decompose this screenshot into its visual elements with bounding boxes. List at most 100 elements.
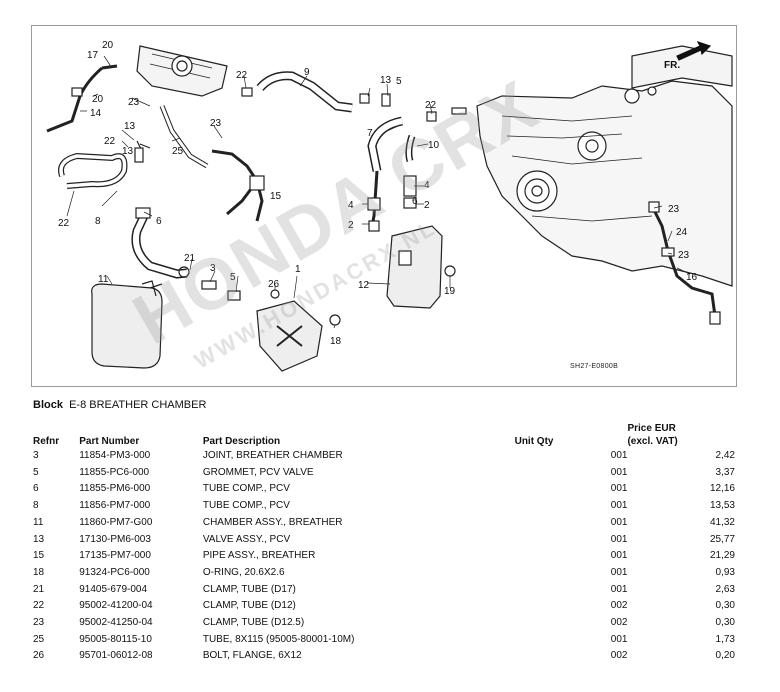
callout: 18 [330, 336, 342, 347]
callout: 2 [424, 200, 430, 211]
callout: 22 [58, 218, 70, 229]
callout: 6 [412, 196, 418, 207]
cell-refnr: 11 [33, 516, 44, 528]
cell-price: 13,53 [709, 500, 735, 512]
callout: 20 [92, 94, 104, 105]
cell-qty: 001 [610, 483, 628, 495]
callout: 15 [270, 191, 282, 202]
cell-part-number: 11856-PM7-000 [79, 500, 151, 512]
header-price-line2: (excl. VAT) [627, 436, 678, 447]
cell-refnr: 23 [33, 617, 45, 629]
cell-price: 12,16 [709, 483, 735, 495]
header-description: Part Description [202, 436, 281, 447]
cell-qty: 001 [610, 500, 628, 512]
drawing-code: SH27-E0800B [570, 363, 618, 370]
header-price: Price EUR (excl. VAT) [627, 418, 735, 448]
callout: 13 [380, 75, 392, 86]
table-row: 18 91324-PC6-000 O-RING, 20.6X2.6 001 0,93 [33, 565, 735, 582]
callout: 24 [676, 227, 688, 238]
cell-description: GROMMET, PCV VALVE [202, 466, 314, 478]
parts-diagram: 20 17 20 14 13 22 8 23 25 13 6 22 23 9 2… [31, 25, 737, 387]
callout: 26 [268, 279, 280, 290]
cell-description: TUBE COMP., PCV [202, 500, 290, 512]
table-header-row: Refnr Part Number Part Description Unit … [33, 418, 735, 448]
cell-price: 0,30 [715, 617, 735, 629]
block-title: Block E-8 BREATHER CHAMBER [33, 399, 206, 411]
cell-refnr: 26 [33, 650, 45, 662]
callout: 12 [358, 280, 370, 291]
callout: 17 [87, 50, 99, 61]
cell-part-number: 11855-PM6-000 [79, 483, 151, 495]
callout: 22 [236, 70, 248, 81]
cell-qty: 002 [610, 650, 628, 662]
callout: 2 [348, 220, 354, 231]
callout: 13 [122, 146, 134, 157]
cell-description: CLAMP, TUBE (D17) [202, 583, 296, 595]
callout: 22 [425, 100, 437, 111]
cell-qty: 001 [610, 533, 628, 545]
cell-description: O-RING, 20.6X2.6 [202, 566, 285, 578]
cell-description: PIPE ASSY., BREATHER [202, 550, 316, 562]
cell-refnr: 25 [33, 633, 45, 645]
callout: 7 [367, 128, 373, 139]
cell-part-number: 11854-PM3-000 [79, 450, 151, 461]
cell-price: 41,32 [709, 516, 735, 528]
callout: 10 [428, 140, 440, 151]
callout: 1 [295, 264, 301, 275]
cell-price: 21,29 [709, 550, 735, 562]
cell-part-number: 11860-PM7-G00 [79, 516, 153, 528]
callout: 21 [184, 253, 196, 264]
cell-refnr: 6 [33, 483, 39, 495]
cell-price: 2,63 [715, 583, 735, 595]
cell-part-number: 17130-PM6-003 [79, 533, 151, 545]
cell-qty: 002 [610, 600, 628, 612]
cell-refnr: 13 [33, 533, 45, 545]
block-name: E-8 BREATHER CHAMBER [69, 399, 207, 411]
cell-description: BOLT, FLANGE, 6X12 [202, 650, 302, 662]
callout: 23 [128, 97, 140, 108]
cell-price: 0,30 [715, 600, 735, 612]
cell-description: JOINT, BREATHER CHAMBER [202, 450, 343, 461]
cell-qty: 001 [610, 566, 628, 578]
cell-qty: 001 [610, 583, 628, 595]
cell-part-number: 11855-PC6-000 [79, 466, 150, 478]
cell-description: TUBE, 8X115 (95005-80001-10M) [202, 633, 355, 645]
cell-refnr: 8 [33, 500, 39, 512]
block-label: Block [33, 399, 63, 411]
callout: 4 [348, 200, 354, 211]
header-qty: Unit Qty [514, 436, 554, 447]
cell-description: CLAMP, TUBE (D12.5) [202, 617, 305, 629]
direction-label: FR. [664, 60, 680, 71]
cell-price: 2,42 [715, 450, 735, 461]
callout: 13 [124, 121, 136, 132]
cell-qty: 001 [610, 550, 628, 562]
cell-price: 0,93 [715, 566, 735, 578]
cell-part-number: 91324-PC6-000 [79, 566, 150, 578]
callout: 8 [95, 216, 101, 227]
callout: 5 [396, 76, 402, 87]
callout: 23 [678, 250, 690, 261]
callout: 16 [686, 272, 698, 283]
header-price-line1: Price EUR [627, 423, 676, 434]
cell-refnr: 5 [33, 466, 39, 478]
cell-qty: 001 [610, 516, 628, 528]
callout: 6 [156, 216, 162, 227]
callout: 3 [210, 263, 216, 274]
table-row: 15 17135-PM7-000 PIPE ASSY., BREATHER 001 21… [33, 548, 735, 565]
cell-part-number: 17135-PM7-000 [79, 550, 151, 562]
cell-refnr: 18 [33, 566, 45, 578]
callout: 4 [424, 180, 430, 191]
cell-refnr: 15 [33, 550, 45, 562]
cell-price: 3,37 [715, 466, 735, 478]
callout: 9 [304, 67, 310, 78]
